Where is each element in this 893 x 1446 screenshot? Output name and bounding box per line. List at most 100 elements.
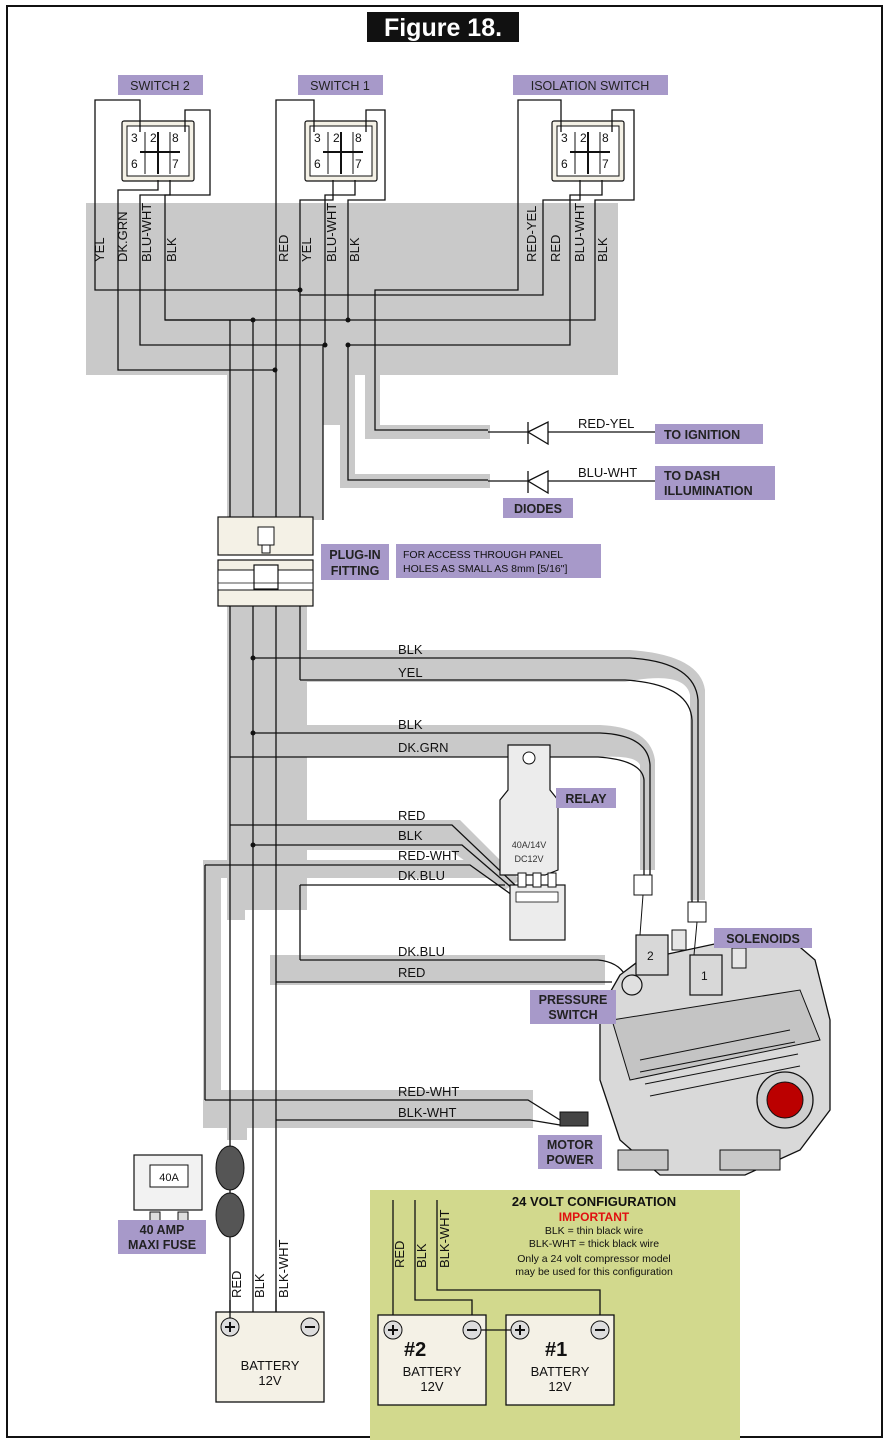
plug-in-fitting[interactable] xyxy=(217,516,314,607)
motor-power-label-1: MOTOR xyxy=(547,1138,593,1152)
to-ignition-label: TO IGNITION xyxy=(664,428,740,442)
switch2-pin-2: 2 xyxy=(150,131,157,145)
isolation-pin-6: 6 xyxy=(561,157,568,171)
plug-note-1: FOR ACCESS THROUGH PANEL xyxy=(403,549,563,561)
config24-note-2: BLK-WHT = thick black wire xyxy=(529,1238,659,1250)
config24-wires xyxy=(392,1200,601,1320)
switch-labels: SWITCH 2 SWITCH 1 ISOLATION SWITCH xyxy=(118,75,668,95)
fuse-tag-2: MAXI FUSE xyxy=(128,1238,196,1252)
battery-2-number: #2 xyxy=(404,1339,426,1361)
switch2-pin-6: 6 xyxy=(131,157,138,171)
switch-1[interactable]: 3 2 8 6 7 xyxy=(304,120,378,182)
switch-wires xyxy=(94,99,635,520)
wire-yel: YEL xyxy=(398,665,423,680)
battery-terminals xyxy=(383,1320,610,1340)
config24-note-1: BLK = thin black wire xyxy=(545,1225,644,1237)
switch1-pin-6: 6 xyxy=(314,157,321,171)
motor-power-label-2: POWER xyxy=(546,1153,593,1167)
bat-wire-blk: BLK xyxy=(252,1273,267,1298)
plug-note-2: HOLES AS SMALL AS 8mm [5/16"] xyxy=(403,563,567,575)
switch2-pin-7: 7 xyxy=(172,157,179,171)
switch2-wire-labels: YEL DK.GRN BLU-WHT BLK xyxy=(92,203,179,262)
switch1-pin-2: 2 xyxy=(333,131,340,145)
switch1-wire-labels: RED YEL BLU-WHT BLK xyxy=(276,203,362,262)
title-background xyxy=(367,12,519,42)
wire-blkwht: BLK-WHT xyxy=(398,1105,457,1120)
to-dash-label-2: ILLUMINATION xyxy=(664,484,753,498)
switch2-label: SWITCH 2 xyxy=(130,79,190,93)
sw1-wire-bluwht: BLU-WHT xyxy=(324,203,339,262)
diode-ignition xyxy=(488,420,655,446)
wire-redwht-1: RED-WHT xyxy=(398,848,459,863)
plug-note-tag xyxy=(396,544,601,578)
switch2-pin-3: 3 xyxy=(131,131,138,145)
iso-wire-red: RED xyxy=(548,235,563,262)
sw1-wire-red: RED xyxy=(276,235,291,262)
plug-in-label-2: FITTING xyxy=(331,564,380,578)
to-ignition-tag xyxy=(655,424,763,444)
sw1-wire-blk: BLK xyxy=(347,237,362,262)
pressure-switch-label-1: PRESSURE xyxy=(539,993,608,1007)
sw2-wire-dkgrn: DK.GRN xyxy=(115,211,130,262)
compressor[interactable]: 2 1 xyxy=(559,874,831,1176)
battery-2-label-2: 12V xyxy=(420,1379,443,1394)
battery-12v-label-2: 12V xyxy=(258,1373,281,1388)
switch1-label: SWITCH 1 xyxy=(310,79,370,93)
harness-wire-labels: BLK YEL BLK DK.GRN RED BLK RED-WHT DK.BL… xyxy=(398,642,459,1120)
battery-12v-label-1: BATTERY xyxy=(241,1358,300,1373)
switch1-pin-3: 3 xyxy=(314,131,321,145)
cfg-wire-red: RED xyxy=(392,1241,407,1268)
battery-2-label-1: BATTERY xyxy=(403,1364,462,1379)
fuse-tag-1: 40 AMP xyxy=(140,1223,185,1237)
battery-1-label-1: BATTERY xyxy=(531,1364,590,1379)
bat-wire-blkwht: BLK-WHT xyxy=(276,1239,291,1298)
iso-wire-redyel: RED-YEL xyxy=(524,206,539,262)
diode-dash xyxy=(488,469,655,495)
config24-note-4: may be used for this configuration xyxy=(515,1266,673,1278)
cfg-wire-blkwht: BLK-WHT xyxy=(437,1209,452,1268)
sw1-wire-yel: YEL xyxy=(299,237,314,262)
wire-blk-3: BLK xyxy=(398,828,423,843)
wire-blk-2: BLK xyxy=(398,717,423,732)
isolation-label: ISOLATION SWITCH xyxy=(531,79,650,93)
switch-2[interactable]: 3 2 8 6 7 xyxy=(121,120,195,182)
wire-dkblu-1: DK.BLU xyxy=(398,868,445,883)
switch2-pin-8: 8 xyxy=(172,131,179,145)
isolation-pin-7: 7 xyxy=(602,157,609,171)
isolation-pin-2: 2 xyxy=(580,131,587,145)
harness-junctions xyxy=(250,655,256,848)
wire-red-1: RED xyxy=(398,808,425,823)
maxi-fuse[interactable]: 40A xyxy=(133,1154,203,1227)
relay[interactable]: 40A/14V DC12V xyxy=(499,744,566,941)
config24-title: 24 VOLT CONFIGURATION xyxy=(512,1194,676,1209)
fuse-tag xyxy=(118,1220,206,1254)
relay-label: RELAY xyxy=(565,792,607,806)
config24-note-3: Only a 24 volt compressor model xyxy=(517,1253,670,1265)
iso-wire-blk: BLK xyxy=(595,237,610,262)
solenoid-1-number: 1 xyxy=(701,969,708,983)
fuse-rating: 40A xyxy=(159,1172,179,1184)
cfg-wire-blk: BLK xyxy=(414,1243,429,1268)
harness-wires xyxy=(204,606,699,1400)
plug-in-tag xyxy=(321,544,389,580)
switch1-pin-8: 8 xyxy=(355,131,362,145)
wire-redwht-2: RED-WHT xyxy=(398,1084,459,1099)
isolation-switch[interactable]: 3 2 8 6 7 xyxy=(551,120,625,182)
relay-rating-2: DC12V xyxy=(514,854,543,864)
relay-tag xyxy=(556,788,616,808)
isolation-tag xyxy=(513,75,668,95)
wire-dkblu-2: DK.BLU xyxy=(398,944,445,959)
isolation-wire-labels: RED-YEL RED BLU-WHT BLK xyxy=(524,203,610,262)
wire-label-red-yel: RED-YEL xyxy=(578,416,634,431)
motor-power-tag xyxy=(538,1135,602,1169)
junction-dots xyxy=(250,287,351,373)
to-dash-label-1: TO DASH xyxy=(664,469,720,483)
battery-1-number: #1 xyxy=(545,1339,567,1361)
switch2-tag xyxy=(118,75,203,95)
isolation-pin-3: 3 xyxy=(561,131,568,145)
solenoids-label: SOLENOIDS xyxy=(726,932,800,946)
figure-title: Figure 18. xyxy=(384,14,502,42)
fuse-holder xyxy=(215,1145,245,1400)
